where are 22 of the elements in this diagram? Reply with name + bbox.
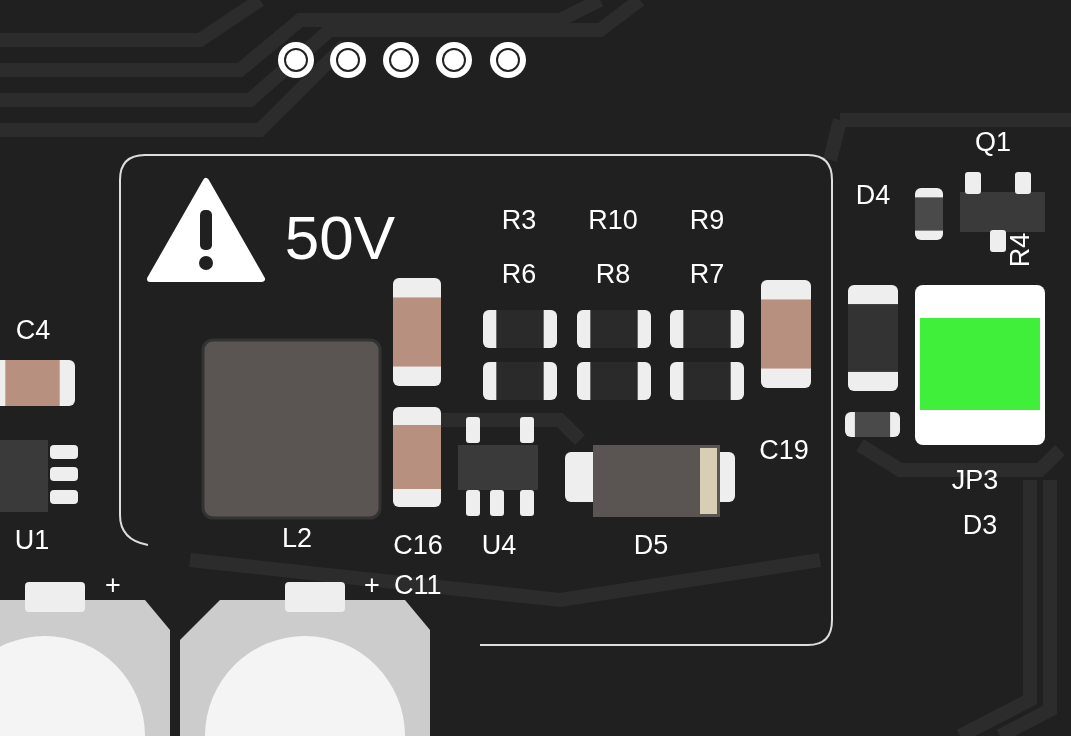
silkscreen-label: C16 [393,530,443,560]
silkscreen-label: R6 [501,259,537,289]
silkscreen-label: D4 [855,180,891,210]
silkscreen-label: U1 [14,525,50,555]
silkscreen-label: R8 [595,259,631,289]
silkscreen-label: D3 [962,510,998,540]
silkscreen-label: R10 [588,205,638,235]
silkscreen-label: D5 [633,530,669,560]
silkscreen-label: R3 [501,205,537,235]
silkscreen-label: C11 [394,570,442,600]
silkscreen-label: + [364,570,380,600]
silkscreen-label: 50V [284,206,396,270]
silkscreen-label: R7 [689,259,725,289]
silkscreen-label: C19 [759,435,809,465]
silkscreen-label: Q1 [975,127,1011,157]
silkscreen-label: R4 [1005,232,1035,268]
silkscreen-label: L2 [282,523,312,553]
silkscreen-label: + [105,570,121,600]
silkscreen-label: C4 [15,315,51,345]
silkscreen-label: U4 [481,530,517,560]
silkscreen-label: R9 [689,205,725,235]
silkscreen-label: JP3 [951,465,999,495]
